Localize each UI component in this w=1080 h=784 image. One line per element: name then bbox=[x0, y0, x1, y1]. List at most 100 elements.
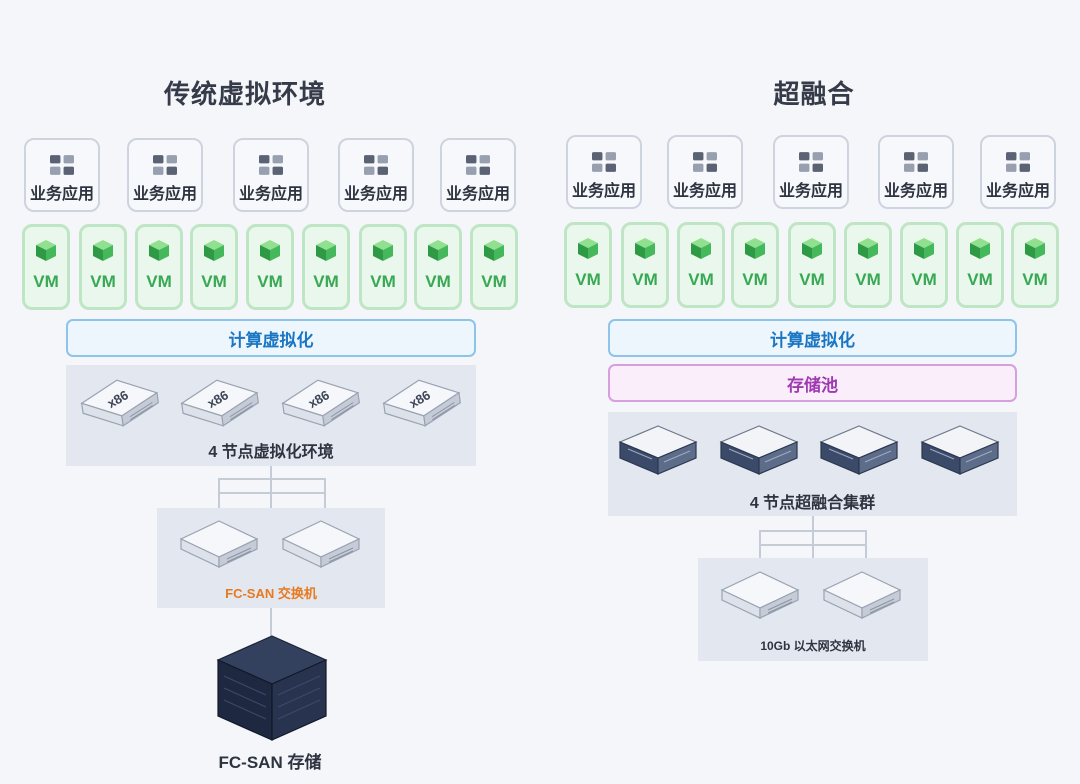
vm-label: VM bbox=[33, 272, 59, 291]
right-app-card: 业务应用 bbox=[566, 135, 642, 209]
connector-line bbox=[270, 466, 272, 508]
vm-card: VM bbox=[414, 224, 462, 310]
hci-server-icon bbox=[619, 425, 697, 475]
switch-icon bbox=[180, 520, 258, 568]
x86-server-icon: x86 bbox=[279, 374, 363, 432]
left-app-card: 业务应用 bbox=[233, 138, 309, 212]
connector-line bbox=[865, 530, 867, 558]
hci-server-icon bbox=[720, 425, 798, 475]
vm-label: VM bbox=[632, 270, 658, 289]
left-app-card: 业务应用 bbox=[24, 138, 100, 212]
connector-line bbox=[218, 492, 326, 494]
connector-line bbox=[759, 530, 867, 532]
vm-label: VM bbox=[257, 272, 283, 291]
vm-label: VM bbox=[1022, 270, 1048, 289]
vm-label: VM bbox=[90, 272, 116, 291]
vm-card: VM bbox=[564, 222, 612, 308]
app-label: 业务应用 bbox=[445, 186, 510, 203]
vm-cube-icon bbox=[484, 240, 504, 261]
connector-line bbox=[218, 478, 220, 508]
vm-card: VM bbox=[677, 222, 725, 308]
switch-icon bbox=[823, 571, 901, 619]
app-grid-icon bbox=[799, 152, 823, 172]
switch-icon bbox=[282, 520, 360, 568]
left-switch-panel bbox=[157, 508, 385, 608]
right-compute-virtualization-bar: 计算虚拟化 bbox=[608, 319, 1017, 357]
app-grid-icon bbox=[364, 155, 388, 175]
app-grid-icon bbox=[466, 155, 490, 175]
app-grid-icon bbox=[1006, 152, 1030, 172]
storage-pool-bar: 存储池 bbox=[608, 364, 1017, 402]
connector-line bbox=[218, 478, 326, 480]
vm-cube-icon bbox=[149, 240, 169, 261]
left-app-card: 业务应用 bbox=[127, 138, 203, 212]
left-cluster-caption: 4 节点虚拟化环境 bbox=[208, 444, 334, 461]
vm-label: VM bbox=[575, 270, 601, 289]
vm-card: VM bbox=[22, 224, 70, 310]
vm-card: VM bbox=[79, 224, 127, 310]
app-label: 业务应用 bbox=[29, 186, 94, 203]
hci-server-icon bbox=[921, 425, 999, 475]
x86-server-icon: x86 bbox=[380, 374, 464, 432]
vm-cube-icon bbox=[1025, 238, 1045, 259]
left-app-card: 业务应用 bbox=[440, 138, 516, 212]
vm-cube-icon bbox=[204, 240, 224, 261]
connector-line bbox=[759, 544, 867, 546]
connector-line bbox=[812, 516, 814, 558]
app-grid-icon bbox=[50, 155, 74, 175]
vm-label: VM bbox=[967, 270, 993, 289]
vm-card: VM bbox=[359, 224, 407, 310]
app-grid-icon bbox=[693, 152, 717, 172]
vm-cube-icon bbox=[373, 240, 393, 261]
vm-label: VM bbox=[911, 270, 937, 289]
vm-card: VM bbox=[731, 222, 779, 308]
vm-card: VM bbox=[956, 222, 1004, 308]
left-compute-virtualization-bar: 计算虚拟化 bbox=[66, 319, 476, 357]
vm-cube-icon bbox=[260, 240, 280, 261]
vm-label: VM bbox=[313, 272, 339, 291]
connector-line bbox=[759, 530, 761, 558]
vm-label: VM bbox=[370, 272, 396, 291]
vm-card: VM bbox=[470, 224, 518, 310]
vm-card: VM bbox=[246, 224, 294, 310]
switch-icon bbox=[721, 571, 799, 619]
vm-cube-icon bbox=[914, 238, 934, 259]
app-grid-icon bbox=[259, 155, 283, 175]
vm-label: VM bbox=[688, 270, 714, 289]
vm-card: VM bbox=[302, 224, 350, 310]
vm-cube-icon bbox=[36, 240, 56, 261]
x86-server-icon: x86 bbox=[78, 374, 162, 432]
vm-card: VM bbox=[621, 222, 669, 308]
left-app-card: 业务应用 bbox=[338, 138, 414, 212]
right-cluster-caption: 4 节点超融合集群 bbox=[749, 495, 876, 512]
fc-san-switch-caption: FC-SAN 交换机 bbox=[225, 586, 317, 601]
vm-cube-icon bbox=[745, 238, 765, 259]
app-grid-icon bbox=[153, 155, 177, 175]
right-app-card: 业务应用 bbox=[773, 135, 849, 209]
vm-label: VM bbox=[425, 272, 451, 291]
vm-cube-icon bbox=[428, 240, 448, 261]
vm-label: VM bbox=[146, 272, 172, 291]
vm-card: VM bbox=[190, 224, 238, 310]
app-label: 业务应用 bbox=[343, 186, 408, 203]
vm-label: VM bbox=[855, 270, 881, 289]
vm-cube-icon bbox=[635, 238, 655, 259]
app-label: 业务应用 bbox=[238, 186, 303, 203]
fc-san-storage-caption: FC-SAN 存储 bbox=[218, 753, 322, 772]
app-label: 业务应用 bbox=[132, 186, 197, 203]
right-switch-panel bbox=[698, 558, 928, 661]
vm-cube-icon bbox=[691, 238, 711, 259]
right-title: 超融合 bbox=[773, 79, 855, 109]
app-label: 业务应用 bbox=[778, 183, 843, 200]
vm-card: VM bbox=[135, 224, 183, 310]
vm-cube-icon bbox=[802, 238, 822, 259]
ethernet-switch-caption: 10Gb 以太网交换机 bbox=[760, 639, 866, 653]
app-grid-icon bbox=[592, 152, 616, 172]
right-app-card: 业务应用 bbox=[667, 135, 743, 209]
vm-card: VM bbox=[1011, 222, 1059, 308]
app-label: 业务应用 bbox=[571, 183, 636, 200]
app-label: 业务应用 bbox=[985, 183, 1050, 200]
vm-label: VM bbox=[799, 270, 825, 289]
ethernet-switch-icons bbox=[721, 571, 901, 619]
connector-line bbox=[324, 478, 326, 508]
